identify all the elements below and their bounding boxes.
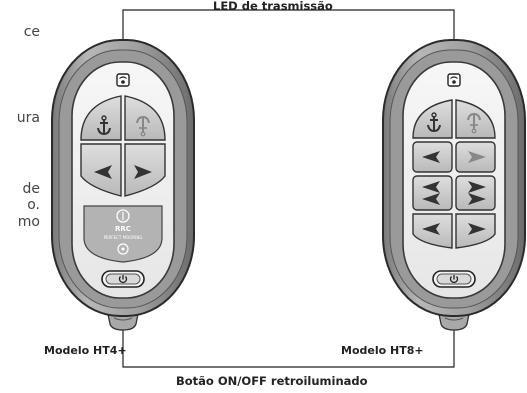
led-icon	[116, 73, 130, 87]
power-icon	[449, 275, 459, 284]
arrow-right-bottom-button[interactable]	[455, 213, 496, 249]
anchor-down-icon	[427, 112, 441, 133]
power-button[interactable]	[432, 270, 476, 288]
anchor-up-button[interactable]	[124, 95, 166, 141]
brand-logo-plate: RRC PERFECT MOORING	[83, 205, 163, 263]
arrow-left-icon	[94, 165, 112, 179]
cut-text-2: ura	[16, 110, 40, 126]
anchor-down-button[interactable]	[80, 95, 122, 141]
arrow-right-button[interactable]	[455, 141, 496, 173]
power-button-label: Botão ON/OFF retroiluminado	[176, 374, 368, 388]
model-ht4-label: Modelo HT4+	[44, 344, 127, 357]
anchor-up-button[interactable]	[455, 99, 496, 139]
double-arrow-right-icon	[468, 181, 486, 205]
cut-text-5: mo	[17, 214, 40, 230]
arrow-right-icon	[468, 151, 486, 163]
logo-brand: RRC	[115, 225, 131, 233]
cut-text-3: de	[22, 181, 41, 197]
cut-text-1: ce	[23, 24, 40, 40]
arrow-right-icon	[468, 223, 486, 235]
arrow-right-button[interactable]	[124, 143, 166, 197]
double-arrow-left-button[interactable]	[412, 175, 453, 211]
power-icon	[118, 275, 128, 284]
remote-ht4: RRC PERFECT MOORING	[51, 39, 195, 331]
double-arrow-left-icon	[422, 181, 440, 205]
anchor-up-icon	[136, 115, 150, 137]
anchor-down-icon	[97, 115, 111, 136]
logo-tagline: PERFECT MOORING	[104, 235, 143, 240]
led-label: LED de trasmissão	[213, 0, 333, 13]
anchor-down-button[interactable]	[412, 99, 453, 139]
model-ht8-label: Modelo HT8+	[341, 344, 424, 357]
arrow-right-icon	[134, 165, 152, 179]
power-button[interactable]	[101, 270, 145, 288]
remote-ht8	[382, 39, 526, 331]
arrow-left-icon	[422, 151, 440, 163]
arrow-left-icon	[422, 223, 440, 235]
anchor-up-icon	[467, 112, 481, 134]
double-arrow-right-button[interactable]	[455, 175, 496, 211]
arrow-left-bottom-button[interactable]	[412, 213, 453, 249]
arrow-left-button[interactable]	[412, 141, 453, 173]
led-icon	[447, 73, 461, 87]
cut-text-4: o.	[27, 197, 40, 213]
arrow-left-button[interactable]	[80, 143, 122, 197]
